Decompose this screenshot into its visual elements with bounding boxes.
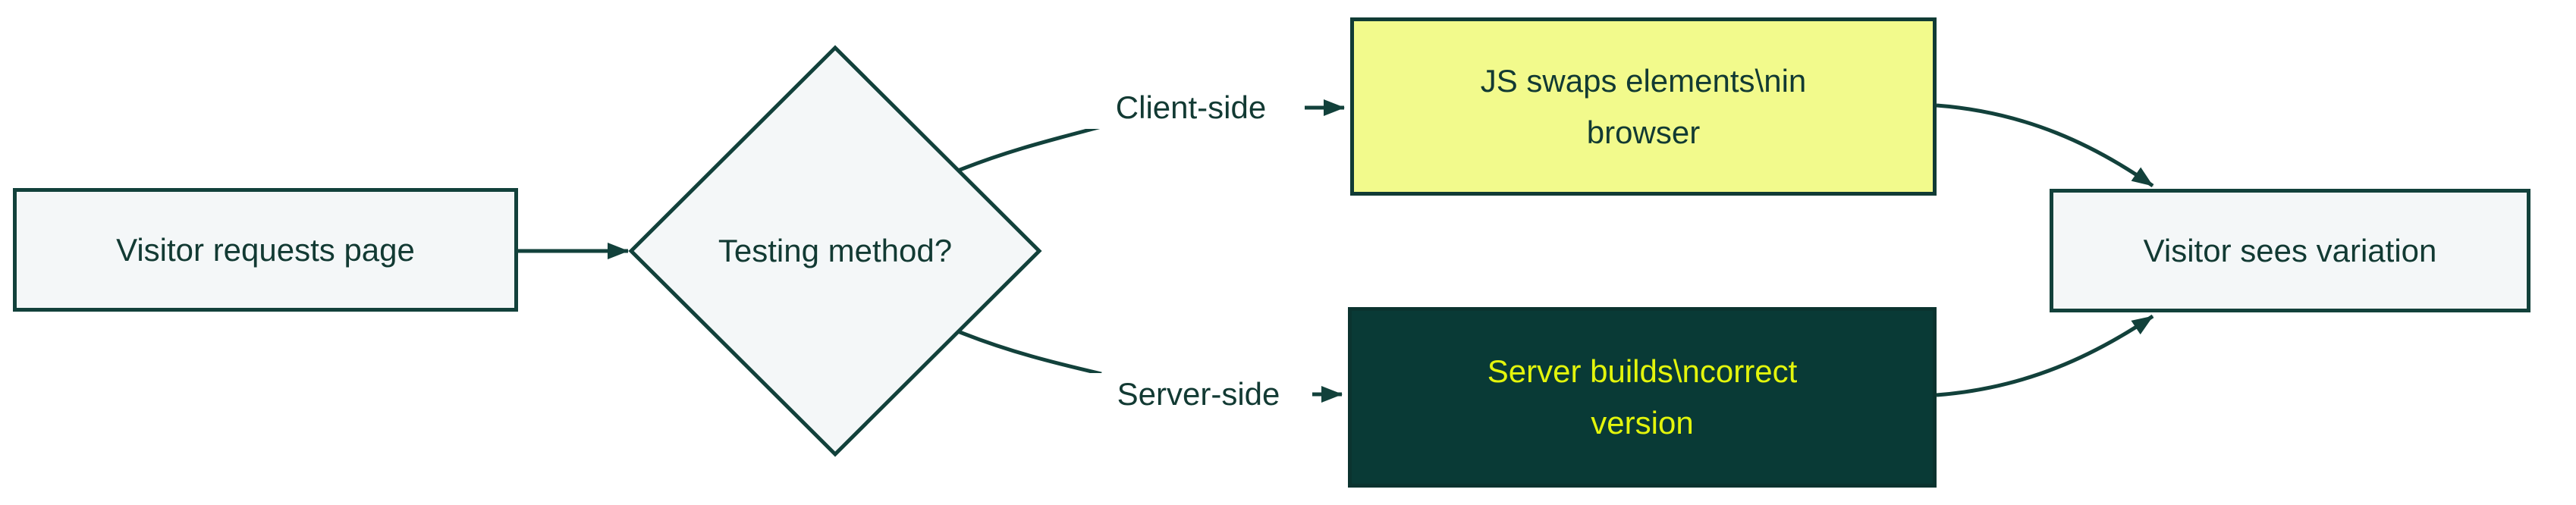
- node-visitor-sees-variation-label: Visitor sees variation: [2143, 232, 2437, 268]
- node-server-builds-line-2: version: [1591, 405, 1694, 441]
- edge-decision-to-server-label: [957, 329, 1102, 376]
- node-visitor-requests-page-label: Visitor requests page: [116, 231, 415, 268]
- node-visitor-requests-page: Visitor requests page: [13, 188, 518, 312]
- edge-js-swaps-to-visitor-sees: [1936, 103, 2154, 188]
- edge-server-builds-to-visitor-sees: [1936, 314, 2154, 397]
- node-visitor-sees-variation: Visitor sees variation: [2050, 189, 2530, 312]
- node-js-swaps-elements: JS swaps elements\nin browser: [1350, 17, 1937, 196]
- decision-diamond-shape: [628, 45, 1042, 457]
- edge-label-server-side: Server-side: [1085, 373, 1312, 416]
- node-js-swaps-line-1: JS swaps elements\nin: [1480, 62, 1807, 99]
- node-server-builds-correct-version: Server builds\ncorrect version: [1348, 307, 1937, 488]
- edge-decision-to-client-label: [957, 124, 1102, 173]
- edge-label-client-side: Client-side: [1077, 86, 1305, 129]
- node-server-builds-line-1: Server builds\ncorrect: [1487, 353, 1798, 389]
- node-js-swaps-line-2: browser: [1586, 114, 1701, 150]
- node-testing-method-label: Testing method?: [718, 233, 953, 268]
